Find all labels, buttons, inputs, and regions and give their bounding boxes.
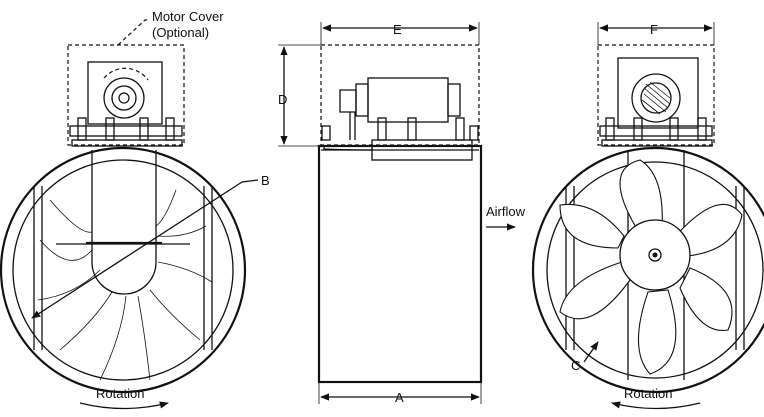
rotation-right-label: Rotation (624, 386, 672, 401)
left-housing-outer (0, 146, 247, 394)
right-rotation-arrow (611, 401, 701, 410)
left-housing-inner (12, 159, 234, 381)
right-fan-view (531, 22, 764, 410)
airflow-label: Airflow (486, 204, 526, 219)
left-blades (37, 189, 213, 381)
middle-fan-view (278, 22, 516, 404)
right-mount-bolts (605, 117, 707, 141)
middle-mount-bolts (321, 117, 479, 141)
left-fan-view (0, 19, 259, 410)
dimension-c-label: C (571, 358, 580, 373)
right-motor-housing (617, 57, 699, 129)
right-housing-inner (546, 161, 764, 379)
left-motor-cover (67, 44, 185, 146)
middle-motor (367, 77, 449, 123)
motor-cover-leader (117, 19, 150, 46)
dimension-e-label: E (393, 22, 402, 37)
left-rotation-arrow (79, 401, 169, 410)
right-motor-fan (631, 73, 681, 123)
middle-housing (317, 144, 483, 384)
left-pulley (103, 77, 145, 119)
dimension-b-line (31, 181, 243, 319)
middle-motor-cover (320, 44, 480, 146)
dimension-c-arrow (583, 341, 599, 363)
optional-label: (Optional) (152, 25, 209, 40)
motor-cover-label: Motor Cover (152, 9, 224, 24)
dimension-f-label: F (650, 22, 658, 37)
rotation-left-label: Rotation (96, 386, 144, 401)
left-mount-bolts (77, 117, 175, 141)
right-blades (559, 159, 743, 375)
dimension-d-label: D (278, 92, 287, 107)
dimension-b-label: B (261, 173, 270, 188)
left-motor-housing (87, 61, 163, 125)
right-housing-outer (531, 146, 764, 394)
right-motor-cover (597, 44, 715, 146)
dimension-a-label: A (395, 390, 404, 405)
